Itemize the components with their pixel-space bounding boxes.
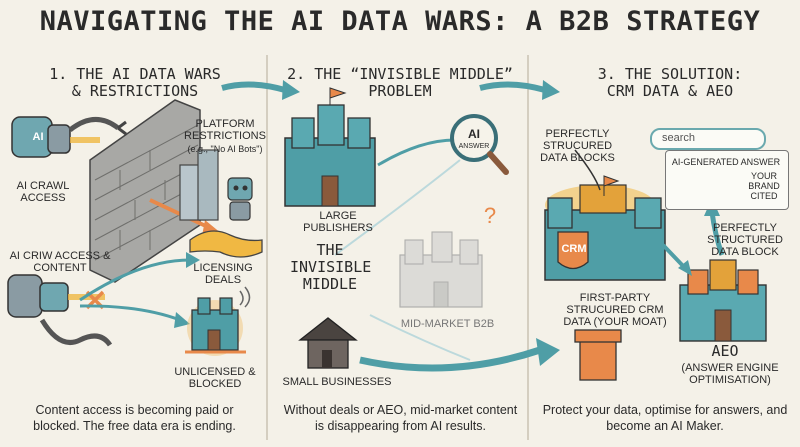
castle-large-publishers-icon	[284, 87, 376, 207]
section-2-caption: Without deals or AEO, mid-market content…	[283, 403, 518, 433]
ai-criw-access-label: AI CRIW ACCESS & CONTENT	[9, 250, 111, 274]
arrow-middle-to-answer	[334, 159, 461, 256]
page-title: NAVIGATING THE AI DATA WARS: A B2B STRAT…	[39, 6, 761, 37]
castle-mid-market-icon	[399, 231, 483, 308]
section-3-heading-line2: CRM DATA & AEO	[606, 82, 734, 100]
section-1-caption: Content access is becoming paid or block…	[33, 403, 236, 433]
ai-answer-magnifier-icon	[450, 114, 509, 175]
section-3-heading-line1: 3. THE SOLUTION:	[597, 65, 743, 83]
licensing-deals-label: LICENSING DEALS	[193, 262, 253, 286]
section-3-caption: Protect your data, optimise for answers,…	[542, 403, 788, 433]
search-bar[interactable]: search	[650, 128, 766, 150]
header-arrow-1-head	[282, 80, 300, 100]
invisible-middle-label: THE INVISIBLE MIDDLE	[290, 241, 372, 293]
ai-badge: AI	[32, 131, 44, 143]
arrow-to-solution	[359, 346, 542, 372]
castle-blocked-icon	[185, 286, 251, 356]
header-arrow-2-head	[542, 80, 560, 100]
section-1-heading: 1. THE AI DATA WARS & RESTRICTIONS	[20, 66, 250, 100]
mid-market-b2b-label: MID-MARKET B2B	[400, 318, 495, 330]
aeo-label: AEO	[711, 342, 739, 360]
section-1-heading-line2: & RESTRICTIONS	[71, 82, 199, 100]
arrow-to-blocked	[79, 304, 181, 322]
arrow-to-licensing-teal	[79, 258, 191, 302]
watch-tower-icon	[574, 329, 622, 381]
platform-restrictions-label: PLATFORM RESTRICTIONS	[184, 118, 266, 142]
small-businesses-label: SMALL BUSINESSES	[282, 376, 392, 388]
your-brand-cited-label: YOUR BRAND CITED	[748, 171, 780, 201]
perfectly-structured-block-label: PERFECTLY STRUCTURED DATA BLOCK	[707, 222, 783, 258]
first-party-crm-label: FIRST-PARTY STRUCURED CRM DATA (YOUR MOA…	[563, 292, 667, 328]
ai-answer-text: ANSWER	[458, 143, 490, 150]
header-arrow-1	[221, 81, 286, 93]
ai-answer-card: AI-GENERATED ANSWER YOUR BRAND CITED	[665, 150, 789, 210]
section-2-heading: 2. THE “INVISIBLE MIDDLE” PROBLEM	[285, 66, 515, 100]
section-3-heading: 3. THE SOLUTION: CRM DATA & AEO	[555, 66, 785, 100]
office-buildings-icon	[179, 149, 219, 221]
small-business-hut-icon	[298, 317, 358, 369]
crm-shield-label: CRM	[561, 243, 587, 255]
section-2-heading-line2: PROBLEM	[368, 82, 432, 100]
handshake-icon	[189, 230, 263, 258]
question-mark: ?	[483, 203, 497, 228]
section-2-heading-line1: 2. THE “INVISIBLE MIDDLE”	[287, 65, 513, 83]
header-arrow-2	[479, 81, 546, 93]
aeo-castle-icon	[679, 259, 767, 342]
ai-answer-ai: AI	[468, 127, 480, 141]
section-1-heading-line1: 1. THE AI DATA WARS	[49, 65, 221, 83]
ai-generated-answer-label: AI-GENERATED ANSWER	[671, 157, 781, 167]
large-publishers-label: LARGE PUBLISHERS	[303, 210, 373, 234]
ai-crawl-access-label: AI CRAWL ACCESS	[16, 180, 70, 204]
pointer-line	[574, 149, 601, 191]
platform-restrictions-note: (e.g., "No AI Bots")	[187, 144, 263, 154]
aeo-full-label: (ANSWER ENGINE OPTIMISATION)	[681, 362, 779, 386]
robot-crawler-bottom-icon	[7, 274, 113, 347]
crm-castle-icon	[544, 175, 666, 281]
arrow-crm-to-aeo	[661, 243, 687, 270]
robot-crawler-top-icon	[11, 116, 127, 158]
search-bar-text: search	[662, 132, 696, 144]
arrow-publishers-to-answer	[377, 138, 456, 167]
perfectly-strucured-label: PERFECTLY STRUCURED DATA BLOCKS	[540, 128, 615, 164]
robot-icon	[227, 177, 253, 221]
unlicensed-blocked-label: UNLICENSED & BLOCKED	[174, 366, 256, 390]
